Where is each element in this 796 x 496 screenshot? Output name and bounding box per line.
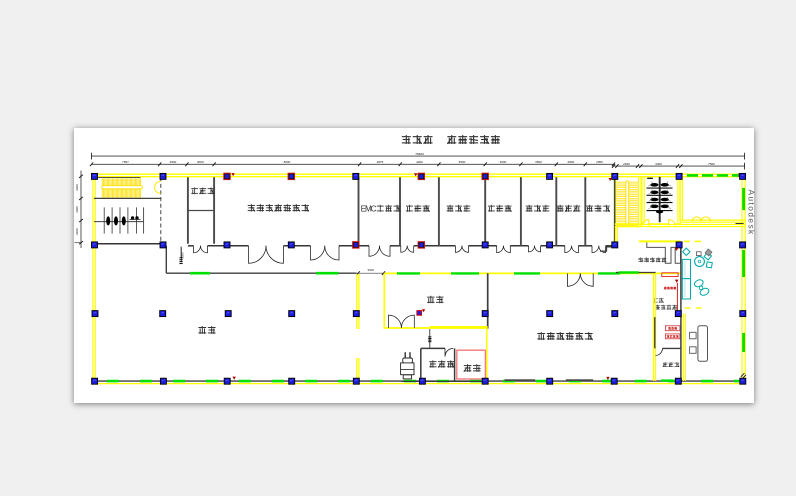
svg-text:76600: 76600 bbox=[415, 152, 424, 156]
svg-text:5000: 5000 bbox=[368, 268, 375, 272]
svg-text:Autodesk: Autodesk bbox=[746, 190, 755, 236]
svg-text:7557: 7557 bbox=[122, 160, 129, 164]
svg-text:3300: 3300 bbox=[75, 184, 79, 191]
svg-text:3500: 3500 bbox=[535, 160, 542, 164]
svg-text:4200: 4200 bbox=[416, 160, 423, 164]
svg-text:4875: 4875 bbox=[377, 160, 384, 164]
svg-text:8000: 8000 bbox=[284, 160, 291, 164]
svg-text:E: E bbox=[361, 204, 367, 213]
svg-text:C: C bbox=[371, 204, 377, 213]
svg-text:3300: 3300 bbox=[75, 206, 79, 213]
svg-text:3000: 3000 bbox=[197, 160, 204, 164]
svg-text:2950: 2950 bbox=[596, 160, 603, 164]
svg-text:3000: 3000 bbox=[170, 160, 177, 164]
svg-text:3300: 3300 bbox=[75, 228, 79, 235]
svg-text:2640: 2640 bbox=[623, 162, 630, 166]
svg-text:2900: 2900 bbox=[567, 160, 574, 164]
svg-text:3000: 3000 bbox=[500, 160, 507, 164]
svg-text:5500: 5500 bbox=[459, 160, 466, 164]
svg-text:4400: 4400 bbox=[655, 162, 662, 166]
svg-text:3300: 3300 bbox=[181, 252, 185, 259]
svg-text:7500: 7500 bbox=[708, 162, 715, 166]
svg-text:M: M bbox=[365, 204, 372, 213]
